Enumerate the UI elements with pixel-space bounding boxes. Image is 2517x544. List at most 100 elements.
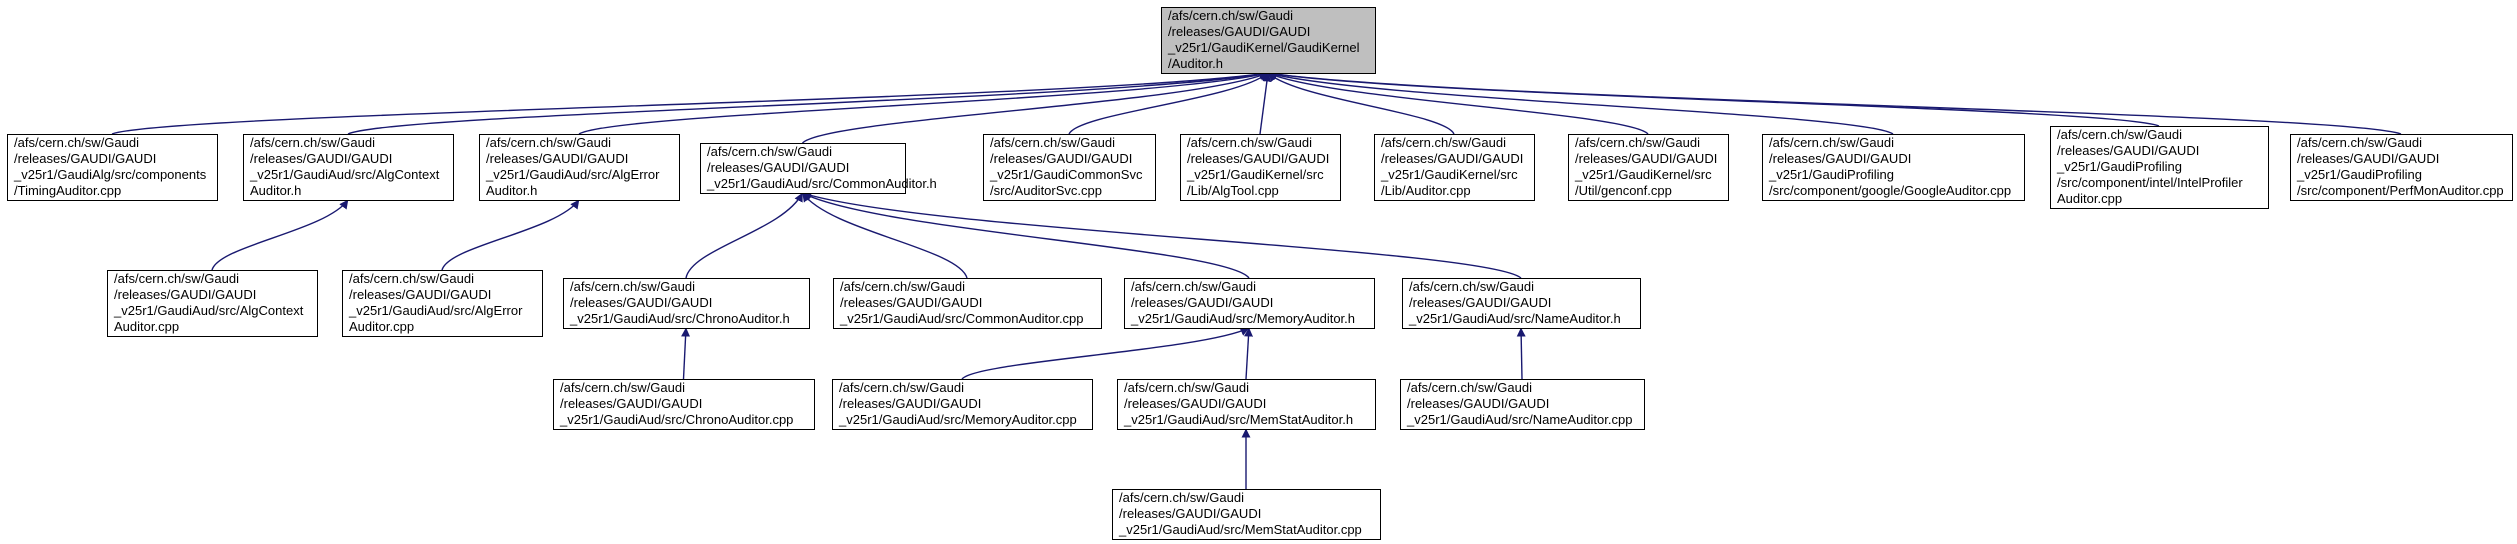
node-label-line: /Auditor.h (1168, 56, 1223, 71)
node-label-line: /src/component/google/GoogleAuditor.cpp (1769, 183, 2011, 198)
node-label-line: /afs/cern.ch/sw/Gaudi (840, 279, 965, 294)
node-label-line: _v25r1/GaudiAlg/src/components (13, 167, 207, 182)
nodes-layer: /afs/cern.ch/sw/Gaudi/releases/GAUDI/GAU… (7, 7, 2513, 540)
dependency-edge-algerror_cpp-to-algerror_h (441, 199, 580, 271)
node-label-line: /Lib/Auditor.cpp (1381, 183, 1471, 198)
node-box (553, 379, 815, 430)
node-label-line: _v25r1/GaudiKernel/src (1380, 167, 1518, 182)
node-label-line: /afs/cern.ch/sw/Gaudi (570, 279, 695, 294)
dependency-edge-algtool_cpp-to-auditor_h (1259, 72, 1272, 135)
node-label-line: /afs/cern.ch/sw/Gaudi (1131, 279, 1256, 294)
node-label-line: /releases/GAUDI/GAUDI (1407, 396, 1549, 411)
node-label-line: _v25r1/GaudiAud/src/AlgError (485, 167, 660, 182)
node-label-line: /src/component/PerfMonAuditor.cpp (2297, 183, 2504, 198)
node-box (479, 134, 680, 201)
dependency-edge-name_cpp-to-name_h (1516, 327, 1526, 380)
graph-node-memstat-cpp[interactable]: /afs/cern.ch/sw/Gaudi/releases/GAUDI/GAU… (1112, 489, 1381, 540)
dependency-edge-perfmon_cpp-to-auditor_h (1267, 69, 2402, 135)
node-label-line: _v25r1/GaudiKernel/src (1574, 167, 1712, 182)
graph-node-name-cpp[interactable]: /afs/cern.ch/sw/Gaudi/releases/GAUDI/GAU… (1400, 379, 1645, 430)
node-label-line: /releases/GAUDI/GAUDI (1124, 396, 1266, 411)
graph-node-memstat-h[interactable]: /afs/cern.ch/sw/Gaudi/releases/GAUDI/GAU… (1117, 379, 1376, 430)
node-label-line: /Util/genconf.cpp (1575, 183, 1672, 198)
dependency-edge-google_cpp-to-auditor_h (1267, 70, 1894, 135)
dependency-edge-chrono_h-to-common_h (685, 192, 804, 279)
node-label-line: /afs/cern.ch/sw/Gaudi (1409, 279, 1534, 294)
node-label-line: Auditor.cpp (349, 319, 414, 334)
graph-node-common-cpp[interactable]: /afs/cern.ch/sw/Gaudi/releases/GAUDI/GAU… (833, 278, 1102, 329)
node-label-line: _v25r1/GaudiAud/src/MemoryAuditor.h (1130, 311, 1355, 326)
node-label-line: /releases/GAUDI/GAUDI (250, 151, 392, 166)
node-label-line: /releases/GAUDI/GAUDI (486, 151, 628, 166)
node-label-line: Auditor.h (486, 183, 537, 198)
node-label-line: /afs/cern.ch/sw/Gaudi (1119, 490, 1244, 505)
node-label-line: /releases/GAUDI/GAUDI (1381, 151, 1523, 166)
graph-node-algcontext-cpp[interactable]: /afs/cern.ch/sw/Gaudi/releases/GAUDI/GAU… (107, 270, 318, 337)
node-box (1117, 379, 1376, 430)
graph-node-algerror-cpp[interactable]: /afs/cern.ch/sw/Gaudi/releases/GAUDI/GAU… (342, 270, 543, 337)
node-label-line: _v25r1/GaudiProfiling (2296, 167, 2422, 182)
dependency-edge-algcontext_h-to-auditor_h (347, 70, 1269, 135)
node-box (983, 134, 1156, 201)
graph-node-google-cpp[interactable]: /afs/cern.ch/sw/Gaudi/releases/GAUDI/GAU… (1762, 134, 2025, 201)
node-label-line: /releases/GAUDI/GAUDI (1409, 295, 1551, 310)
dependency-edge-chrono_cpp-to-chrono_h (681, 327, 691, 380)
node-label-line: /afs/cern.ch/sw/Gaudi (349, 271, 474, 286)
node-label-line: /releases/GAUDI/GAUDI (1769, 151, 1911, 166)
node-box (342, 270, 543, 337)
node-label-line: /releases/GAUDI/GAUDI (570, 295, 712, 310)
node-label-line: /afs/cern.ch/sw/Gaudi (114, 271, 239, 286)
node-label-line: _v25r1/GaudiAud/src/ChronoAuditor.h (569, 311, 790, 326)
node-label-line: _v25r1/GaudiAud/src/NameAuditor.cpp (1406, 412, 1632, 427)
node-label-line: /afs/cern.ch/sw/Gaudi (250, 135, 375, 150)
dependency-edge-memory_h-to-common_h (802, 192, 1250, 279)
graph-node-timing-cpp[interactable]: /afs/cern.ch/sw/Gaudi/releases/GAUDI/GAU… (7, 134, 218, 201)
graph-node-intel-cpp[interactable]: /afs/cern.ch/sw/Gaudi/releases/GAUDI/GAU… (2050, 126, 2269, 209)
graph-node-auditor-cpp[interactable]: /afs/cern.ch/sw/Gaudi/releases/GAUDI/GAU… (1374, 134, 1535, 201)
node-label-line: _v25r1/GaudiAud/src/NameAuditor.h (1408, 311, 1621, 326)
graph-node-common-h[interactable]: /afs/cern.ch/sw/Gaudi/releases/GAUDI/GAU… (700, 143, 937, 194)
node-label-line: /releases/GAUDI/GAUDI (349, 287, 491, 302)
node-box (7, 134, 218, 201)
node-label-line: _v25r1/GaudiAud/src/CommonAuditor.cpp (839, 311, 1084, 326)
dependency-edge-genconf_cpp-to-auditor_h (1267, 72, 1649, 135)
node-label-line: _v25r1/GaudiAud/src/MemStatAuditor.cpp (1118, 522, 1362, 537)
node-box (563, 278, 810, 329)
dependency-edge-auditor_cpp-to-auditor_h (1267, 72, 1455, 135)
graph-node-auditorsvc-cpp[interactable]: /afs/cern.ch/sw/Gaudi/releases/GAUDI/GAU… (983, 134, 1156, 201)
edges-layer (111, 69, 2402, 489)
node-box (1112, 489, 1381, 540)
node-label-line: /Lib/AlgTool.cpp (1187, 183, 1279, 198)
node-label-line: _v25r1/GaudiProfiling (2056, 159, 2182, 174)
node-label-line: _v25r1/GaudiKernel/src (1186, 167, 1324, 182)
node-label-line: /afs/cern.ch/sw/Gaudi (2297, 135, 2422, 150)
node-label-line: /releases/GAUDI/GAUDI (1168, 24, 1310, 39)
node-box (1374, 134, 1535, 201)
node-label-line: /releases/GAUDI/GAUDI (1575, 151, 1717, 166)
graph-node-memory-cpp[interactable]: /afs/cern.ch/sw/Gaudi/releases/GAUDI/GAU… (832, 379, 1093, 430)
graph-node-auditor-h[interactable]: /afs/cern.ch/sw/Gaudi/releases/GAUDI/GAU… (1161, 7, 1376, 74)
graph-node-algtool-cpp[interactable]: /afs/cern.ch/sw/Gaudi/releases/GAUDI/GAU… (1180, 134, 1341, 201)
node-box (1568, 134, 1729, 201)
graph-node-chrono-cpp[interactable]: /afs/cern.ch/sw/Gaudi/releases/GAUDI/GAU… (553, 379, 815, 430)
node-label-line: /afs/cern.ch/sw/Gaudi (1769, 135, 1894, 150)
graph-node-algcontext-h[interactable]: /afs/cern.ch/sw/Gaudi/releases/GAUDI/GAU… (243, 134, 454, 201)
node-label-line: /releases/GAUDI/GAUDI (2297, 151, 2439, 166)
graph-node-algerror-h[interactable]: /afs/cern.ch/sw/Gaudi/releases/GAUDI/GAU… (479, 134, 680, 201)
node-label-line: _v25r1/GaudiAud/src/AlgContext (249, 167, 440, 182)
node-label-line: /afs/cern.ch/sw/Gaudi (839, 380, 964, 395)
node-label-line: _v25r1/GaudiCommonSvc (989, 167, 1143, 182)
graph-node-memory-h[interactable]: /afs/cern.ch/sw/Gaudi/releases/GAUDI/GAU… (1124, 278, 1375, 329)
node-label-line: _v25r1/GaudiAud/src/ChronoAuditor.cpp (559, 412, 793, 427)
node-label-line: /src/AuditorSvc.cpp (990, 183, 1102, 198)
dependency-edge-common_h-to-auditor_h (801, 71, 1269, 144)
graph-node-chrono-h[interactable]: /afs/cern.ch/sw/Gaudi/releases/GAUDI/GAU… (563, 278, 810, 329)
node-label-line: /releases/GAUDI/GAUDI (14, 151, 156, 166)
graph-node-genconf-cpp[interactable]: /afs/cern.ch/sw/Gaudi/releases/GAUDI/GAU… (1568, 134, 1729, 201)
node-label-line: /releases/GAUDI/GAUDI (2057, 143, 2199, 158)
dependency-edge-memstat_h-to-memory_h (1244, 327, 1253, 380)
dependency-edge-algerror_h-to-auditor_h (578, 70, 1269, 135)
graph-node-perfmon-cpp[interactable]: /afs/cern.ch/sw/Gaudi/releases/GAUDI/GAU… (2290, 134, 2513, 201)
graph-node-name-h[interactable]: /afs/cern.ch/sw/Gaudi/releases/GAUDI/GAU… (1402, 278, 1641, 329)
